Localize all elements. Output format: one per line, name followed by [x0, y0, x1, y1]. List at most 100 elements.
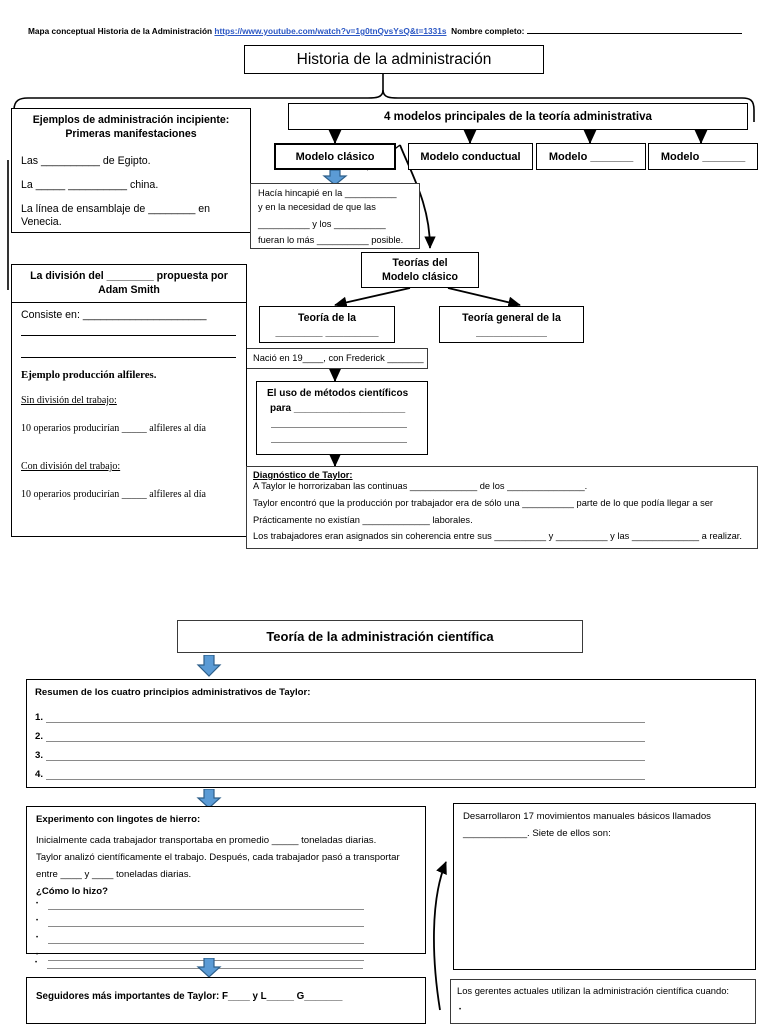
modelos-heading-text: 4 modelos principales de la teoría admin…: [383, 110, 653, 123]
ejemplos-item-2: La _____ __________ china.: [21, 179, 159, 191]
clasico-desc-line-4: fueran lo más __________ posible.: [258, 235, 404, 245]
ejemplos-incipiente-body: Las __________ de Egipto. La _____ _____…: [11, 147, 251, 233]
metodos-cientificos-box: El uso de métodos científicos para _____…: [256, 381, 428, 455]
modelo-clasico-label: Modelo clásico: [295, 150, 375, 163]
modelos-heading-box: 4 modelos principales de la teoría admin…: [288, 103, 748, 130]
division-trabajo-box: La división del ________ propuesta por A…: [11, 264, 247, 537]
page-title: Historia de la administración: [296, 50, 492, 68]
experimento-bullet-line-1[interactable]: [48, 909, 364, 910]
division-title-line2: Adam Smith: [98, 284, 160, 296]
blue-arrow-to-resumen: [196, 655, 222, 677]
experimento-line-2: Taylor analizó científicamente el trabaj…: [36, 852, 400, 863]
diagnostico-line-4: Los trabajadores eran asignados sin cohe…: [253, 531, 742, 541]
teoria-izquierda-text: Teoría de la ________ _________: [260, 311, 394, 339]
metodos-line2: para ____________________: [270, 403, 406, 414]
division-ejemplo-label: Ejemplo producción alfileres.: [21, 369, 157, 381]
name-blank-field[interactable]: [526, 33, 742, 34]
teoria-derecha-text: Teoría general de la ____________: [440, 311, 583, 339]
experimento-bullet-line-2[interactable]: [48, 926, 364, 927]
seguidores-taylor-box: Seguidores más importantes de Taylor: F_…: [26, 977, 426, 1024]
resumen-row-3[interactable]: 3.: [35, 750, 645, 761]
teoria-derecha-line2: ____________: [476, 326, 547, 338]
teorias-clasico-text: Teorías del Modelo clásico: [362, 256, 478, 284]
resumen-number-2: 2.: [35, 731, 44, 742]
clasico-desc-line-1: Hacía hincapié en la __________: [258, 188, 397, 198]
ejemplos-title-line1: Ejemplos de administración incipiente:: [32, 114, 230, 126]
division-title-divider: [12, 302, 246, 303]
resumen-number-1: 1.: [35, 712, 44, 723]
division-con-text: 10 operarios producirían _____ alfileres…: [21, 489, 206, 500]
movimientos-manuales-box: Desarrollaron 17 movimientos manuales bá…: [453, 803, 756, 970]
bullet-icon: •: [36, 901, 39, 907]
modelo-3-label: Modelo _______: [548, 150, 634, 163]
resumen-number-3: 3.: [35, 750, 44, 761]
resumen-line-1[interactable]: [46, 722, 645, 723]
teoria-cientifica-text: Teoría de la administración científica: [266, 629, 494, 644]
resumen-row-2[interactable]: 2.: [35, 731, 645, 742]
division-consiste-line-2[interactable]: [21, 357, 236, 358]
resumen-line-3[interactable]: [46, 760, 645, 761]
modelo-clasico-descripcion-box: Hacía hincapié en la __________ y en la …: [250, 183, 420, 249]
division-title: La división del ________ propuesta por A…: [12, 269, 246, 301]
bullet-icon: •: [36, 918, 39, 924]
modelo-4-label: Modelo _______: [660, 150, 746, 163]
resumen-number-4: 4.: [35, 769, 44, 780]
experimento-bullet-line-3[interactable]: [48, 943, 364, 944]
resumen-row-1[interactable]: 1.: [35, 712, 645, 723]
ejemplos-item-3: La línea de ensamblaje de ________ en Ve…: [21, 203, 211, 228]
teorias-modelo-clasico-box: Teorías del Modelo clásico: [361, 252, 479, 288]
bullet-icon: •: [35, 960, 38, 966]
diagnostico-title: Diagnóstico de Taylor:: [253, 470, 353, 480]
ejemplos-title-line2: Primeras manifestaciones: [65, 128, 197, 140]
teorias-clasico-line2: Modelo clásico: [382, 271, 458, 283]
document-header-line: Mapa conceptual Historia de la Administr…: [28, 26, 748, 36]
diagnostico-taylor-box: Diagnóstico de Taylor: A Taylor le horro…: [246, 466, 758, 549]
division-sin-text: 10 operarios producirían _____ alfileres…: [21, 423, 206, 434]
title-box: Historia de la administración: [244, 45, 544, 74]
clasico-desc-line-2: y en la necesidad de que las: [258, 202, 376, 212]
resumen-row-4[interactable]: 4.: [35, 769, 645, 780]
teoria-izquierda-line2: ________ _________: [275, 326, 379, 338]
bullet-icon: •: [36, 935, 39, 941]
ejemplos-item-1: Las __________ de Egipto.: [21, 155, 151, 167]
division-title-line1: La división del ________ propuesta por: [30, 270, 228, 282]
modelo-conductual-label: Modelo conductual: [420, 150, 521, 163]
header-prefix-text: Mapa conceptual Historia de la Administr…: [28, 26, 213, 36]
clasico-desc-line-3: __________ y los __________: [258, 219, 386, 229]
movimientos-line-1: Desarrollaron 17 movimientos manuales bá…: [463, 811, 711, 822]
resumen-principios-box: Resumen de los cuatro principios adminis…: [26, 679, 756, 788]
teoria-derecha-box: Teoría general de la ____________: [439, 306, 584, 343]
metodos-blank-line-2[interactable]: [271, 442, 407, 443]
gerentes-actuales-box: Los gerentes actuales utilizan la admini…: [450, 979, 756, 1024]
division-consiste-label: Consiste en: _____________________: [21, 309, 207, 321]
blue-arrow-clasico: [322, 170, 348, 186]
modelo-box-conductual[interactable]: Modelo conductual: [408, 143, 533, 170]
blue-arrow-to-experimento: [196, 789, 222, 809]
modelo-box-3[interactable]: Modelo _______: [536, 143, 646, 170]
metodos-blank-line-1[interactable]: [271, 427, 407, 428]
experimento-question: ¿Cómo lo hizo?: [36, 886, 108, 897]
experimento-line-1: Inicialmente cada trabajador transportab…: [36, 835, 377, 846]
diagnostico-line-2: Taylor encontró que la producción por tr…: [253, 498, 714, 508]
metodos-line1: El uso de métodos científicos: [267, 388, 409, 399]
modelo-box-4[interactable]: Modelo _______: [648, 143, 758, 170]
ejemplos-incipiente-title: Ejemplos de administración incipiente: P…: [12, 109, 250, 149]
diagnostico-line-1: A Taylor le horrorizaban las continuas _…: [253, 481, 588, 491]
modelo-box-clasico[interactable]: Modelo clásico: [274, 143, 396, 170]
bullet-icon: •: [36, 952, 39, 958]
division-sin-label: Sin división del trabajo:: [21, 395, 117, 406]
teoria-izquierda-box: Teoría de la ________ _________: [259, 306, 395, 343]
youtube-link[interactable]: https://www.youtube.com/watch?v=1g0tnQvs…: [214, 26, 447, 36]
nacio-box: Nació en 19____, con Frederick _______: [246, 348, 428, 369]
teoria-izquierda-line1: Teoría de la: [297, 312, 357, 324]
name-label: Nombre completo:: [451, 26, 525, 36]
blue-arrow-to-seguidores: [196, 958, 222, 978]
resumen-line-4[interactable]: [46, 779, 645, 780]
movimientos-line-2: ____________. Siete de ellos son:: [463, 828, 611, 839]
resumen-line-2[interactable]: [46, 741, 645, 742]
experimento-line-3: entre ____ y ____ toneladas diarias.: [36, 869, 192, 880]
gerentes-line-1: Los gerentes actuales utilizan la admini…: [457, 985, 730, 996]
gerentes-bullet-icon: •: [459, 1007, 462, 1013]
seguidores-text: Seguidores más importantes de Taylor: F_…: [36, 991, 343, 1002]
division-consiste-line-1[interactable]: [21, 335, 236, 336]
